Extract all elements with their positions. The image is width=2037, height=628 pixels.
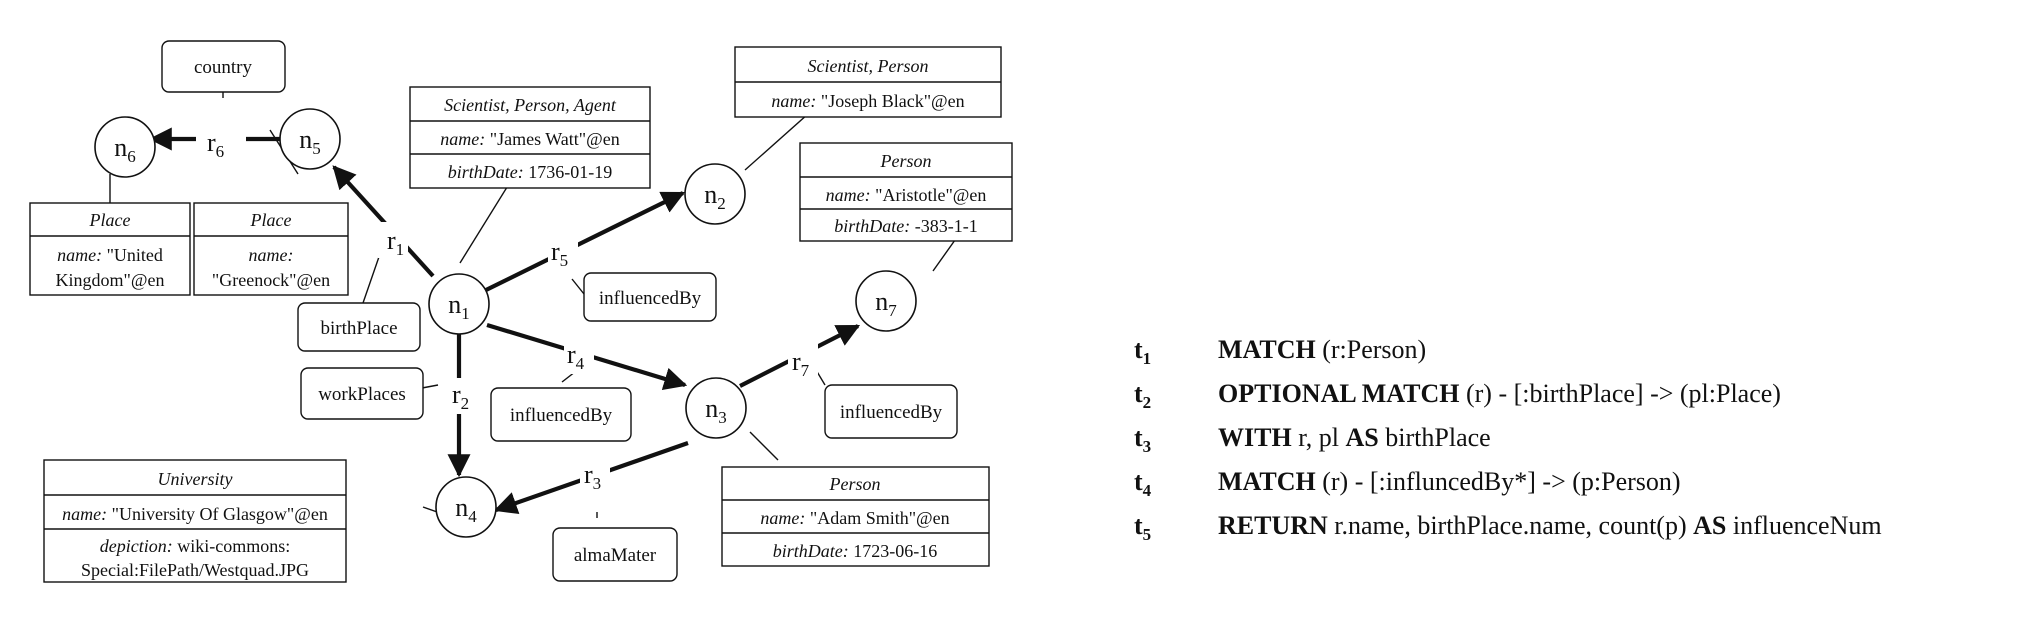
query-line-t3: t3 WITH r, pl AS birthPlace xyxy=(1134,416,2014,460)
edge-r7: r7 xyxy=(792,347,810,380)
props-n3-birthdate: birthDate: 1723-06-16 xyxy=(773,541,938,561)
props-n5-name-value: "Greenock"@en xyxy=(212,270,330,290)
edge-r4: r4 xyxy=(567,340,585,373)
query-text: r, pl xyxy=(1291,423,1346,452)
query-keyword: WITH xyxy=(1218,423,1292,452)
props-n1-type: Scientist, Person, Agent xyxy=(444,95,617,115)
props-n4-name: name: "University Of Glasgow"@en xyxy=(62,504,328,524)
props-box-n1 xyxy=(409,86,651,189)
node-n3-label: n3 xyxy=(705,394,727,427)
node-n5 xyxy=(279,108,341,170)
query-line-id: t4 xyxy=(1134,467,1152,501)
props-box-n7 xyxy=(799,142,1013,242)
label-box-influencedby-r4 xyxy=(490,387,632,442)
edge-r3: r3 xyxy=(584,460,601,493)
label-box-almamater xyxy=(552,527,678,582)
node-n7 xyxy=(855,270,917,332)
knowledge-graph: r1 r6 r5 r4 r2 r3 r7 n1 n2 n3 n4 n5 n6 n… xyxy=(29,40,1013,583)
node-n1-label: n1 xyxy=(448,290,470,323)
props-n3-name: name: "Adam Smith"@en xyxy=(760,508,949,528)
query-line-id: t1 xyxy=(1134,335,1152,369)
label-box-influencedby-r5 xyxy=(583,272,717,322)
edge-r6: r6 xyxy=(207,128,224,161)
label-workplaces: workPlaces xyxy=(318,384,406,405)
label-influencedby-r7: influencedBy xyxy=(840,402,943,423)
label-country: country xyxy=(194,57,253,78)
props-n7-type: Person xyxy=(880,151,932,171)
query-text: birthPlace xyxy=(1378,423,1491,452)
props-n1-birthdate: birthDate: 1736-01-19 xyxy=(448,162,613,182)
query-line-id: t2 xyxy=(1134,379,1152,413)
node-n2 xyxy=(684,163,746,225)
query-line-id: t5 xyxy=(1134,511,1152,545)
query-text: influenceNum xyxy=(1726,511,1882,540)
node-n4-label: n4 xyxy=(455,493,477,526)
props-n7-birthdate: birthDate: -383-1-1 xyxy=(834,216,977,236)
label-box-influencedby-r7 xyxy=(824,384,958,439)
props-n2-type: Scientist, Person xyxy=(808,56,929,76)
query-keyword: MATCH xyxy=(1218,467,1316,496)
edge-r2: r2 xyxy=(452,380,469,413)
query-line-id: t3 xyxy=(1134,423,1152,457)
props-n1-name: name: "James Watt"@en xyxy=(440,129,619,149)
query-text: r.name, birthPlace.name, count(p) xyxy=(1327,511,1694,540)
node-n2-label: n2 xyxy=(704,180,726,213)
props-box-n6 xyxy=(29,202,191,296)
query-keyword: MATCH xyxy=(1218,335,1316,364)
node-n1 xyxy=(428,273,490,335)
query-text: (r:Person) xyxy=(1315,335,1427,364)
label-birthplace: birthPlace xyxy=(320,318,397,339)
props-box-n3 xyxy=(721,466,990,567)
props-n4-depiction-line2: Special:FilePath/Westquad.JPG xyxy=(81,560,309,580)
query-keyword: OPTIONAL MATCH xyxy=(1218,379,1460,408)
query-text: (r) - [:influncedBy*] -> (p:Person) xyxy=(1315,467,1681,496)
label-box-workplaces xyxy=(300,367,424,420)
props-n3-type: Person xyxy=(829,474,881,494)
edge-r5: r5 xyxy=(551,237,568,270)
node-n3 xyxy=(685,377,747,439)
node-n6-label: n6 xyxy=(114,133,136,166)
query-line-t4: t4 MATCH (r) - [:influncedBy*] -> (p:Per… xyxy=(1134,460,2014,504)
query-line-t5: t5 RETURN r.name, birthPlace.name, count… xyxy=(1134,504,2014,548)
label-influencedby-r5: influencedBy xyxy=(599,288,702,309)
label-box-birthplace xyxy=(297,302,421,352)
query-keyword: RETURN xyxy=(1218,511,1328,540)
props-n5-type: Place xyxy=(250,210,292,230)
props-n7-name: name: "Aristotle"@en xyxy=(826,185,987,205)
node-n6 xyxy=(94,116,156,178)
label-box-country xyxy=(161,40,286,93)
label-influencedby-r4: influencedBy xyxy=(510,405,613,426)
props-n6-type: Place xyxy=(89,210,131,230)
node-n4 xyxy=(435,476,497,538)
props-box-n5 xyxy=(193,202,349,296)
props-n6-name-line2: Kingdom"@en xyxy=(56,270,165,290)
props-n2-name: name: "Joseph Black"@en xyxy=(771,91,964,111)
node-n7-label: n7 xyxy=(875,287,897,320)
query-text: (r) - [:birthPlace] -> (pl:Place) xyxy=(1459,379,1781,408)
label-almamater: almaMater xyxy=(574,545,657,566)
props-n4-type: University xyxy=(158,469,233,489)
cypher-query: t1 MATCH (r:Person) t2 OPTIONAL MATCH (r… xyxy=(1134,328,2014,548)
query-keyword: AS xyxy=(1345,423,1379,452)
query-keyword: AS xyxy=(1693,511,1727,540)
props-n5-name-key: name: xyxy=(249,245,294,265)
query-line-t2: t2 OPTIONAL MATCH (r) - [:birthPlace] ->… xyxy=(1134,372,2014,416)
props-n6-name-line1: name: "United xyxy=(57,245,163,265)
node-n5-label: n5 xyxy=(299,125,321,158)
props-n4-depiction-line1: depiction: wiki-commons: xyxy=(100,536,290,556)
query-line-t1: t1 MATCH (r:Person) xyxy=(1134,328,2014,372)
props-box-n4 xyxy=(43,459,347,583)
edge-r1: r1 xyxy=(387,226,404,259)
